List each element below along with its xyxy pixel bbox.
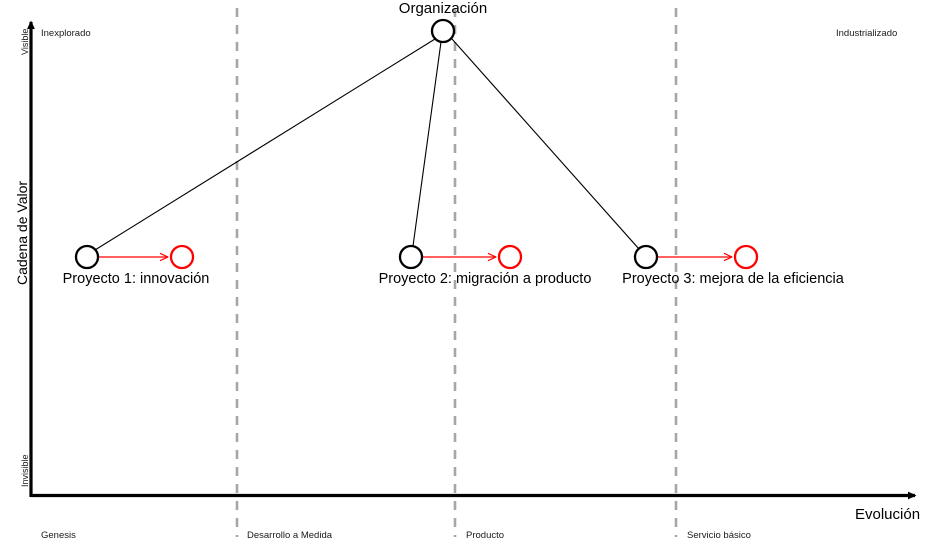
stage-label-producto-line1: Producto	[466, 530, 505, 541]
value-chain-links	[94, 38, 640, 251]
x-axis-title: Evolución	[855, 506, 921, 523]
stage-dividers	[235, 8, 678, 537]
x-axis-left-label: Inexplorado	[41, 28, 91, 39]
y-axis-top-label: Visible	[20, 28, 30, 55]
stage-label-producto: Producto (+ Alquiler)	[466, 508, 512, 545]
x-axis-right-label: Industrializado	[836, 28, 898, 39]
node-proyecto-1-current[interactable]	[74, 244, 100, 270]
map-nodes	[74, 18, 759, 270]
stage-label-desarrollo-a-medida: Desarrollo a Medida	[247, 508, 332, 545]
node-label-proyecto-2: Proyecto 2: migración a producto	[378, 271, 592, 287]
node-label-proyecto-3: Proyecto 3: mejora de la eficiencia	[622, 271, 844, 287]
stage-label-servicio-basico: Servicio básico (+ pago por uso)	[687, 508, 757, 545]
node-proyecto-1-target[interactable]	[169, 244, 195, 270]
node-proyecto-3-current[interactable]	[633, 244, 659, 270]
link-organizacion-proyecto-2	[412, 41, 442, 247]
link-organizacion-proyecto-3	[451, 38, 640, 250]
stage-label-genesis: Genesis	[41, 508, 76, 545]
node-organizacion[interactable]	[430, 18, 456, 44]
stage-label-servicio-basico-line1: Servicio básico	[687, 530, 751, 541]
y-axis-bottom-label: Invisible	[20, 454, 30, 487]
axes	[27, 20, 917, 500]
stage-label-genesis-line1: Genesis	[41, 530, 76, 541]
node-label-proyecto-1: Proyecto 1: innovación	[62, 271, 210, 287]
node-proyecto-2-target[interactable]	[497, 244, 523, 270]
node-proyecto-2-current[interactable]	[398, 244, 424, 270]
node-proyecto-3-target[interactable]	[733, 244, 759, 270]
y-axis-title: Cadena de Valor	[14, 180, 30, 285]
node-label-organizacion: Organización	[398, 0, 488, 17]
link-organizacion-proyecto-1	[94, 38, 436, 251]
stage-label-desarrollo-a-medida-line1: Desarrollo a Medida	[247, 530, 333, 541]
